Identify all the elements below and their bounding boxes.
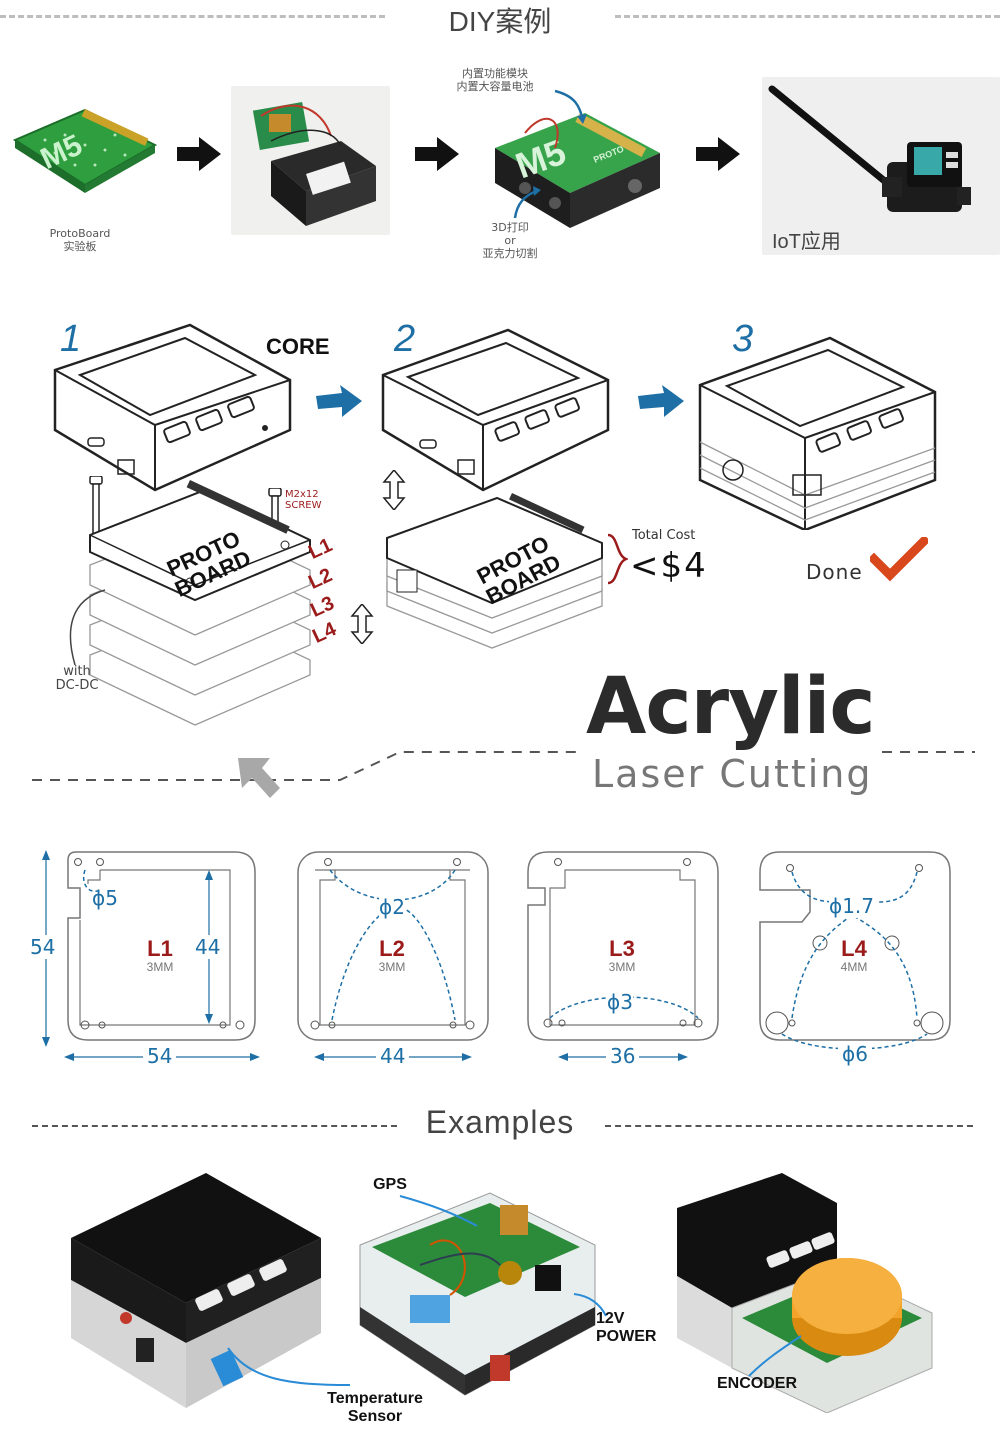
callout-line-icon: [573, 1293, 607, 1317]
l1-label: L1 3MM: [146, 936, 174, 975]
examples-dash-right: [605, 1125, 973, 1127]
example-gps-photo: [359, 1192, 596, 1396]
temperature-sensor-label: Temperature Sensor: [327, 1390, 423, 1425]
gps-label: GPS: [373, 1176, 407, 1193]
l4-hole-dim: ϕ1.7: [829, 894, 874, 918]
step-arrow-icon: [638, 385, 684, 417]
l4-label: L4 4MM: [840, 936, 868, 975]
l1-inner-dim: 44: [195, 935, 221, 959]
updown-arrow-icon: [382, 470, 406, 510]
layer-stack-illustration: [386, 493, 603, 649]
protoboard-caption: ProtoBoard 实验板: [49, 227, 111, 253]
page-title: DIY案例: [448, 6, 552, 37]
finished-unit-illustration: [698, 336, 937, 530]
open-box-photo: [231, 86, 390, 235]
builtin-caption: 内置功能模块 内置大容量电池: [456, 67, 534, 93]
layer-l1-drawing: [42, 850, 260, 1061]
brace-icon: [607, 533, 628, 585]
updown-arrow-icon: [350, 604, 374, 644]
layer-stack-illustration: [89, 480, 311, 726]
assembled-box-photo: M5 PROTO: [485, 78, 670, 248]
l2-width-dim: 44: [376, 1044, 410, 1068]
callout-line-icon: [227, 1347, 351, 1386]
step-number-3: 3: [732, 318, 754, 360]
callout-arrow-icon: [554, 89, 587, 124]
total-cost-label: Total Cost: [632, 528, 696, 543]
callout-arrow-icon: [513, 186, 541, 219]
total-cost-value: <$4: [630, 546, 708, 586]
flow-arrow-icon: [177, 137, 221, 171]
checkmark-icon: [870, 537, 928, 582]
iot-caption: IoT应用: [772, 231, 841, 253]
examples-title: Examples: [425, 1104, 575, 1140]
l1-width-dim: 54: [143, 1044, 177, 1068]
callout-line-icon: [399, 1195, 478, 1227]
examples-dash-left: [32, 1125, 397, 1127]
step-number-1: 1: [60, 318, 82, 360]
encoder-label: ENCODER: [716, 1375, 797, 1392]
iot-photo: IoT应用: [762, 77, 1000, 255]
layer-l4-drawing: [759, 851, 951, 1050]
power-label: 12V POWER: [596, 1310, 657, 1345]
core-unit-illustration: [381, 328, 610, 492]
header-dash-left: [0, 15, 385, 18]
protoboard-photo: M5: [5, 95, 160, 225]
header-dash-right: [615, 15, 1000, 18]
l3-label: L3 3MM: [608, 936, 636, 975]
l2-hole-dim: ϕ2: [379, 895, 405, 919]
l2-label: L2 3MM: [378, 936, 406, 975]
acrylic-divider: [32, 751, 975, 781]
core-label: CORE: [266, 334, 330, 359]
up-arrow-icon: [238, 758, 280, 798]
flow-arrow-icon: [696, 137, 740, 171]
example-encoder-photo: [677, 1173, 933, 1413]
dcdc-pointer-icon: [69, 589, 106, 665]
l1-hole-dim: ϕ5: [92, 886, 118, 910]
dcdc-label: with DC-DC: [55, 664, 99, 693]
acrylic-subtitle: Laser Cutting: [592, 752, 873, 796]
acrylic-title: Acrylic: [586, 662, 876, 752]
l3-width-dim: 36: [606, 1044, 640, 1068]
done-label: Done: [806, 560, 863, 584]
print-caption: 3D打印 or 亚克力切割: [482, 221, 538, 260]
callout-line-icon: [748, 1335, 802, 1377]
l4-hole2-dim: ϕ6: [838, 1042, 872, 1066]
step-arrow-icon: [316, 385, 362, 417]
example-temperature-photo: [71, 1173, 321, 1408]
l1-height-dim: 54: [30, 935, 56, 959]
l3-hole-dim: ϕ3: [607, 990, 633, 1014]
flow-arrow-icon: [415, 137, 459, 171]
core-unit-illustration: [53, 323, 292, 492]
screw-label: M2x12 SCREW: [285, 489, 322, 511]
step-number-2: 2: [394, 318, 416, 360]
